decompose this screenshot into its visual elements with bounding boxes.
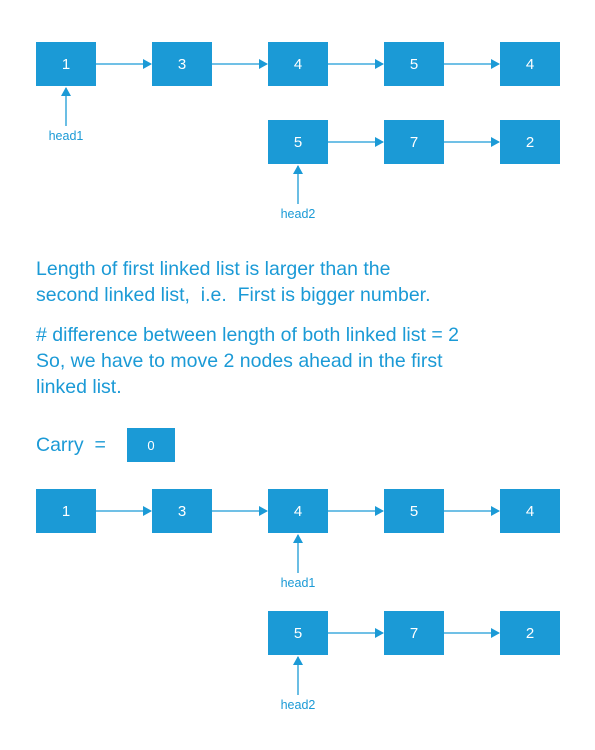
list-node <box>384 489 444 533</box>
list-node <box>36 489 96 533</box>
head-label: head2 <box>281 698 316 712</box>
node-value: 1 <box>62 56 70 73</box>
list-node <box>268 120 328 164</box>
node-value: 2 <box>526 134 534 151</box>
text-line: second linked list, i.e. First is bigger… <box>36 284 431 306</box>
node-value: 3 <box>178 503 186 520</box>
list-node <box>36 42 96 86</box>
node-value: 4 <box>526 503 534 520</box>
node-value: 5 <box>294 625 302 642</box>
node-value: 5 <box>294 134 302 151</box>
node-value: 1 <box>62 503 70 520</box>
list-node <box>152 489 212 533</box>
head-label: head1 <box>49 129 84 143</box>
length-comparison-text: Length of first linked list is larger th… <box>36 256 576 308</box>
list-node <box>268 489 328 533</box>
carry-label: Carry = <box>36 434 106 456</box>
list-node <box>500 42 560 86</box>
node-value: 7 <box>410 625 418 642</box>
difference-explanation-text: # difference between length of both link… <box>36 322 576 400</box>
node-value: 4 <box>294 56 302 73</box>
list-node <box>268 611 328 655</box>
list-node <box>268 42 328 86</box>
list-node <box>384 120 444 164</box>
node-value: 4 <box>294 503 302 520</box>
node-value: 3 <box>178 56 186 73</box>
node-value: 7 <box>410 134 418 151</box>
list-node <box>500 120 560 164</box>
list-node <box>500 611 560 655</box>
text-line: So, we have to move 2 nodes ahead in the… <box>36 350 443 372</box>
node-value: 4 <box>526 56 534 73</box>
node-value: 5 <box>410 503 418 520</box>
list-node <box>152 42 212 86</box>
text-line: Length of first linked list is larger th… <box>36 258 391 280</box>
head-label: head1 <box>281 576 316 590</box>
list-node <box>500 489 560 533</box>
carry-value-box: 0 <box>127 428 175 462</box>
node-value: 5 <box>410 56 418 73</box>
text-line: # difference between length of both link… <box>36 324 459 346</box>
head-label: head2 <box>281 207 316 221</box>
list-node <box>384 611 444 655</box>
text-line: linked list. <box>36 376 122 398</box>
list-node <box>384 42 444 86</box>
node-value: 2 <box>526 625 534 642</box>
